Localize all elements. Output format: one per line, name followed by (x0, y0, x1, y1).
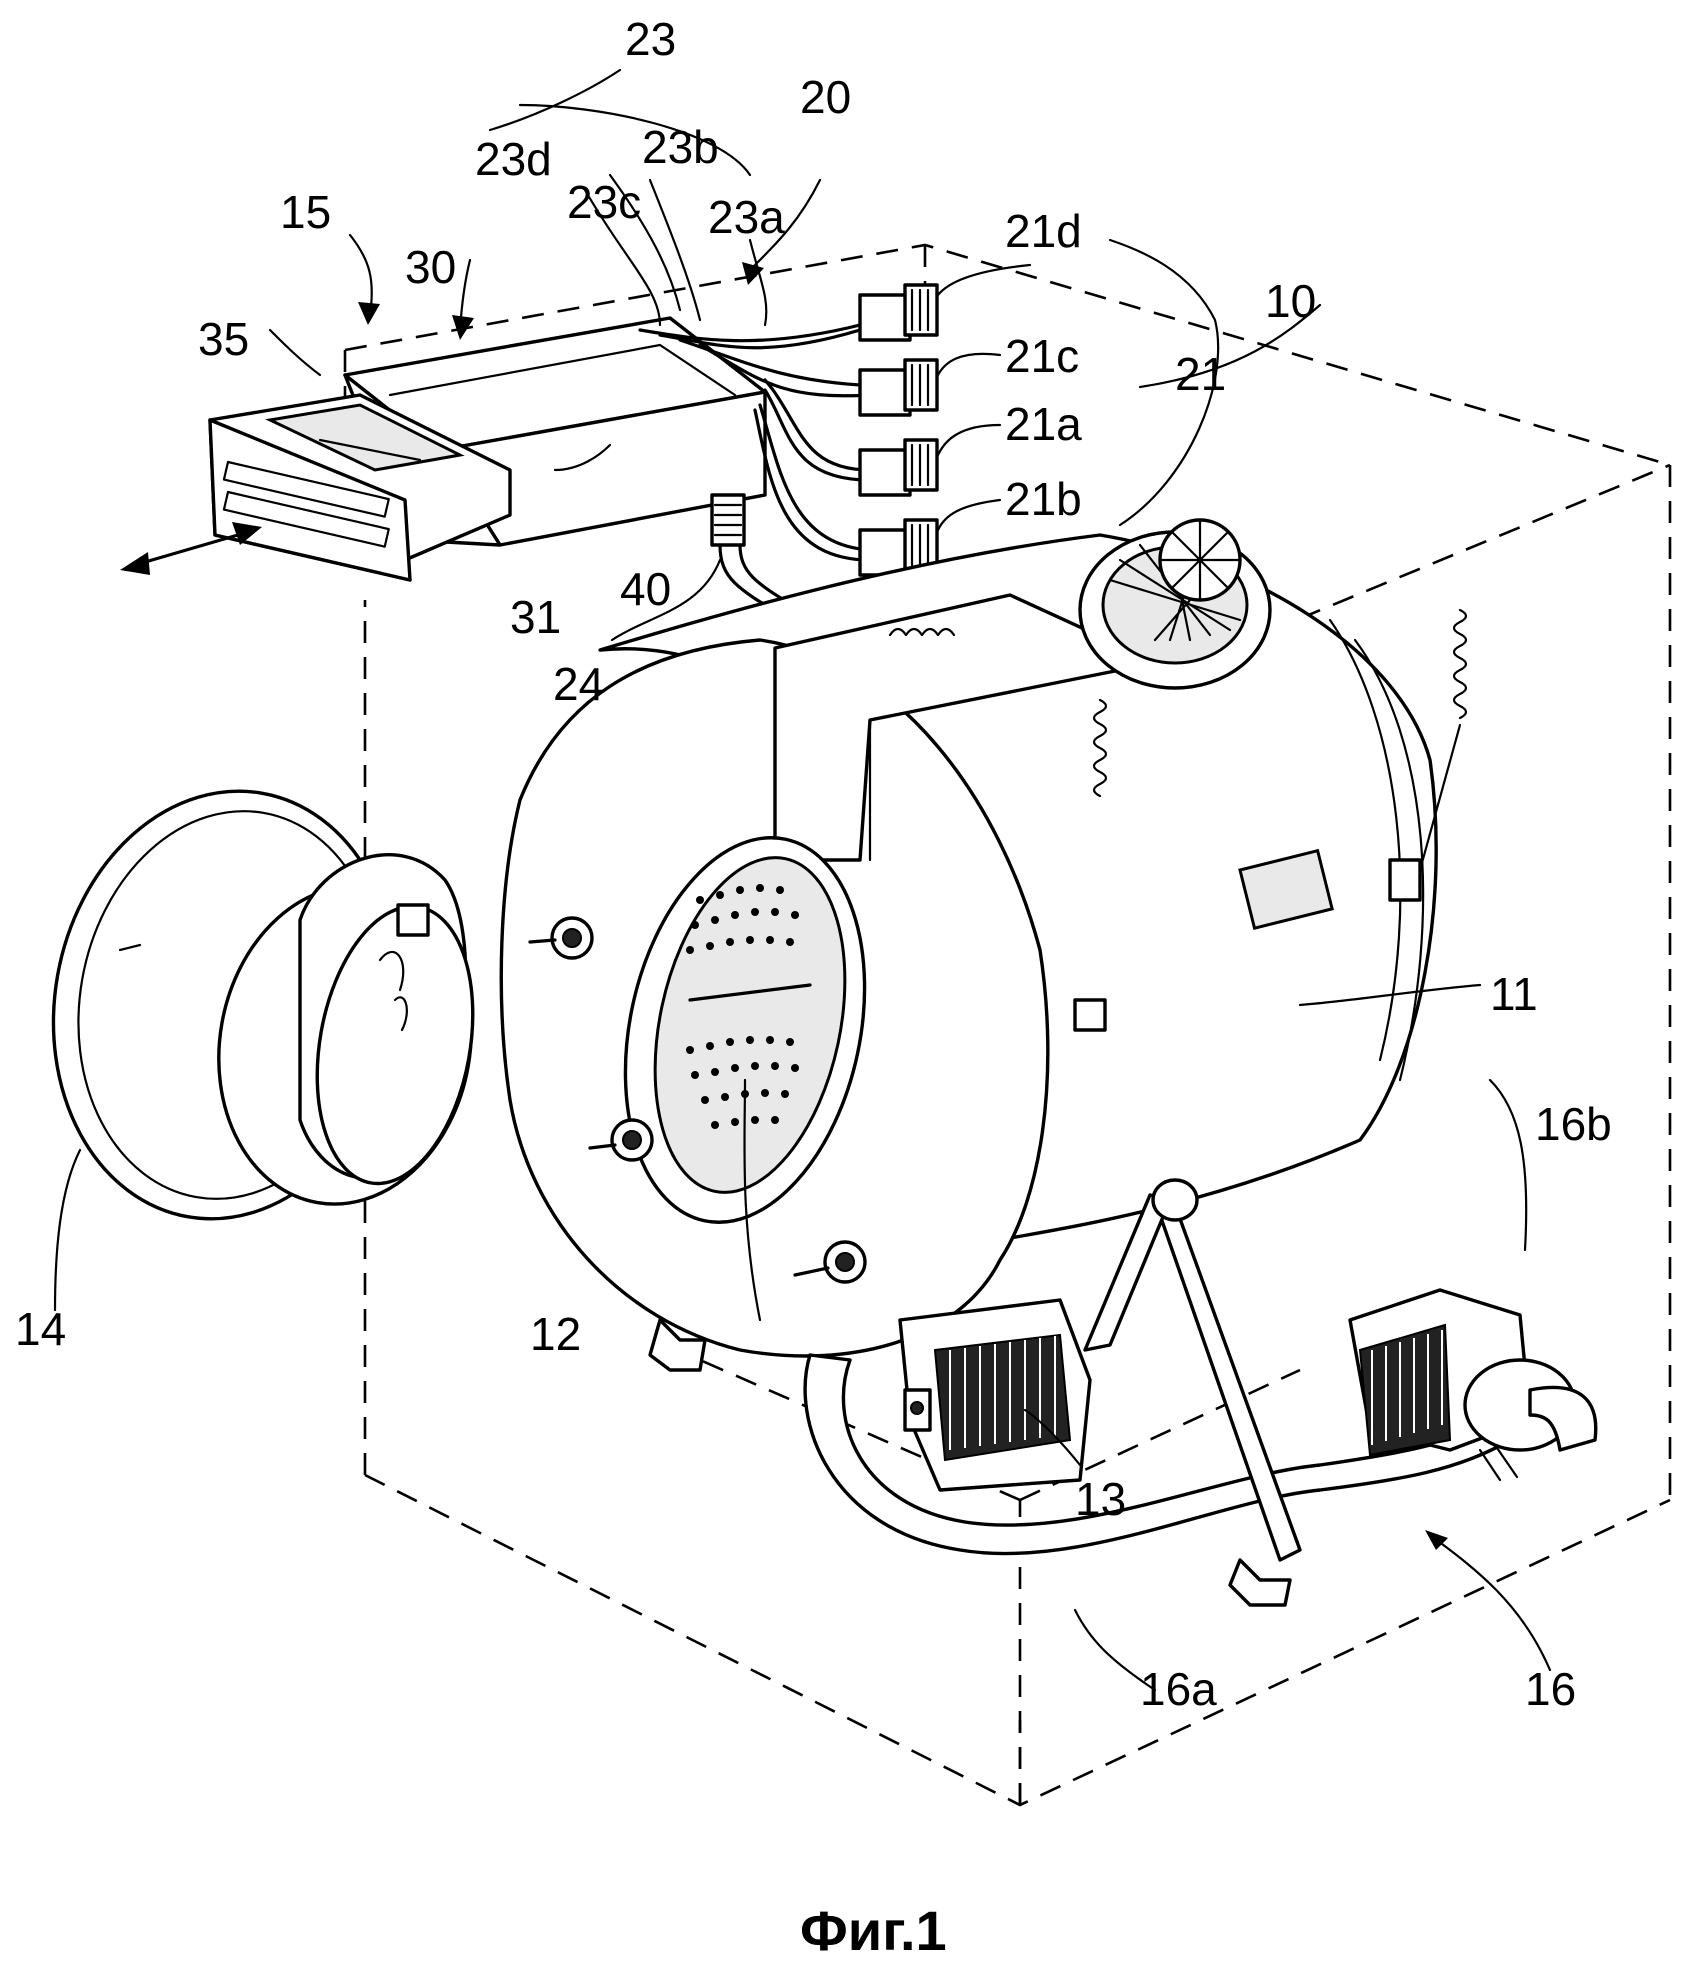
label-10: 10 (1265, 275, 1316, 327)
label-13: 13 (1075, 1473, 1126, 1525)
reference-labels: 10 11 12 13 14 15 16 16a 16b 20 21 21a 2… (15, 13, 1612, 1715)
heater-fins (933, 1333, 1072, 1462)
leader-lines (53, 68, 1552, 1692)
label-30: 30 (405, 241, 456, 293)
drain-pump-assembly (803, 1178, 1598, 1607)
drum-motor-fan (1078, 518, 1272, 690)
label-31: 31 (510, 591, 561, 643)
label-16a: 16a (1140, 1663, 1217, 1715)
suspension-springs (888, 608, 1468, 872)
drum-perforations (686, 884, 799, 1129)
detergent-dispenser (208, 316, 767, 582)
label-16: 16 (1525, 1663, 1576, 1715)
tub (499, 533, 1438, 1372)
label-15: 15 (280, 186, 331, 238)
water-valves (858, 283, 939, 577)
label-40: 40 (620, 563, 671, 615)
door (51, 789, 475, 1221)
label-12: 12 (530, 1308, 581, 1360)
label-11: 11 (1490, 968, 1538, 1020)
water-supply-hoses (638, 323, 872, 562)
label-23: 23 (625, 13, 676, 65)
label-14: 14 (15, 1303, 66, 1355)
figure-caption: Фиг.1 (800, 1899, 947, 1962)
label-21a: 21a (1005, 398, 1082, 450)
label-21d: 21d (1005, 205, 1082, 257)
front-bolts (528, 916, 867, 1284)
label-21c: 21c (1005, 330, 1079, 382)
drawer-motion-arrow (120, 522, 262, 575)
label-23a: 23a (708, 191, 785, 243)
label-16b: 16b (1535, 1098, 1612, 1150)
label-23c: 23c (567, 176, 641, 228)
valve-21a (858, 438, 939, 497)
valve-21c (858, 358, 939, 417)
label-20: 20 (800, 71, 851, 123)
label-23d: 23d (475, 133, 552, 185)
label-24: 24 (553, 658, 604, 710)
label-23b: 23b (642, 121, 719, 173)
valve-21d (858, 283, 939, 342)
label-21: 21 (1175, 348, 1226, 400)
label-21b: 21b (1005, 473, 1082, 525)
label-35: 35 (198, 313, 249, 365)
pump-fins (1358, 1323, 1452, 1457)
connecting-pipe (710, 493, 802, 622)
